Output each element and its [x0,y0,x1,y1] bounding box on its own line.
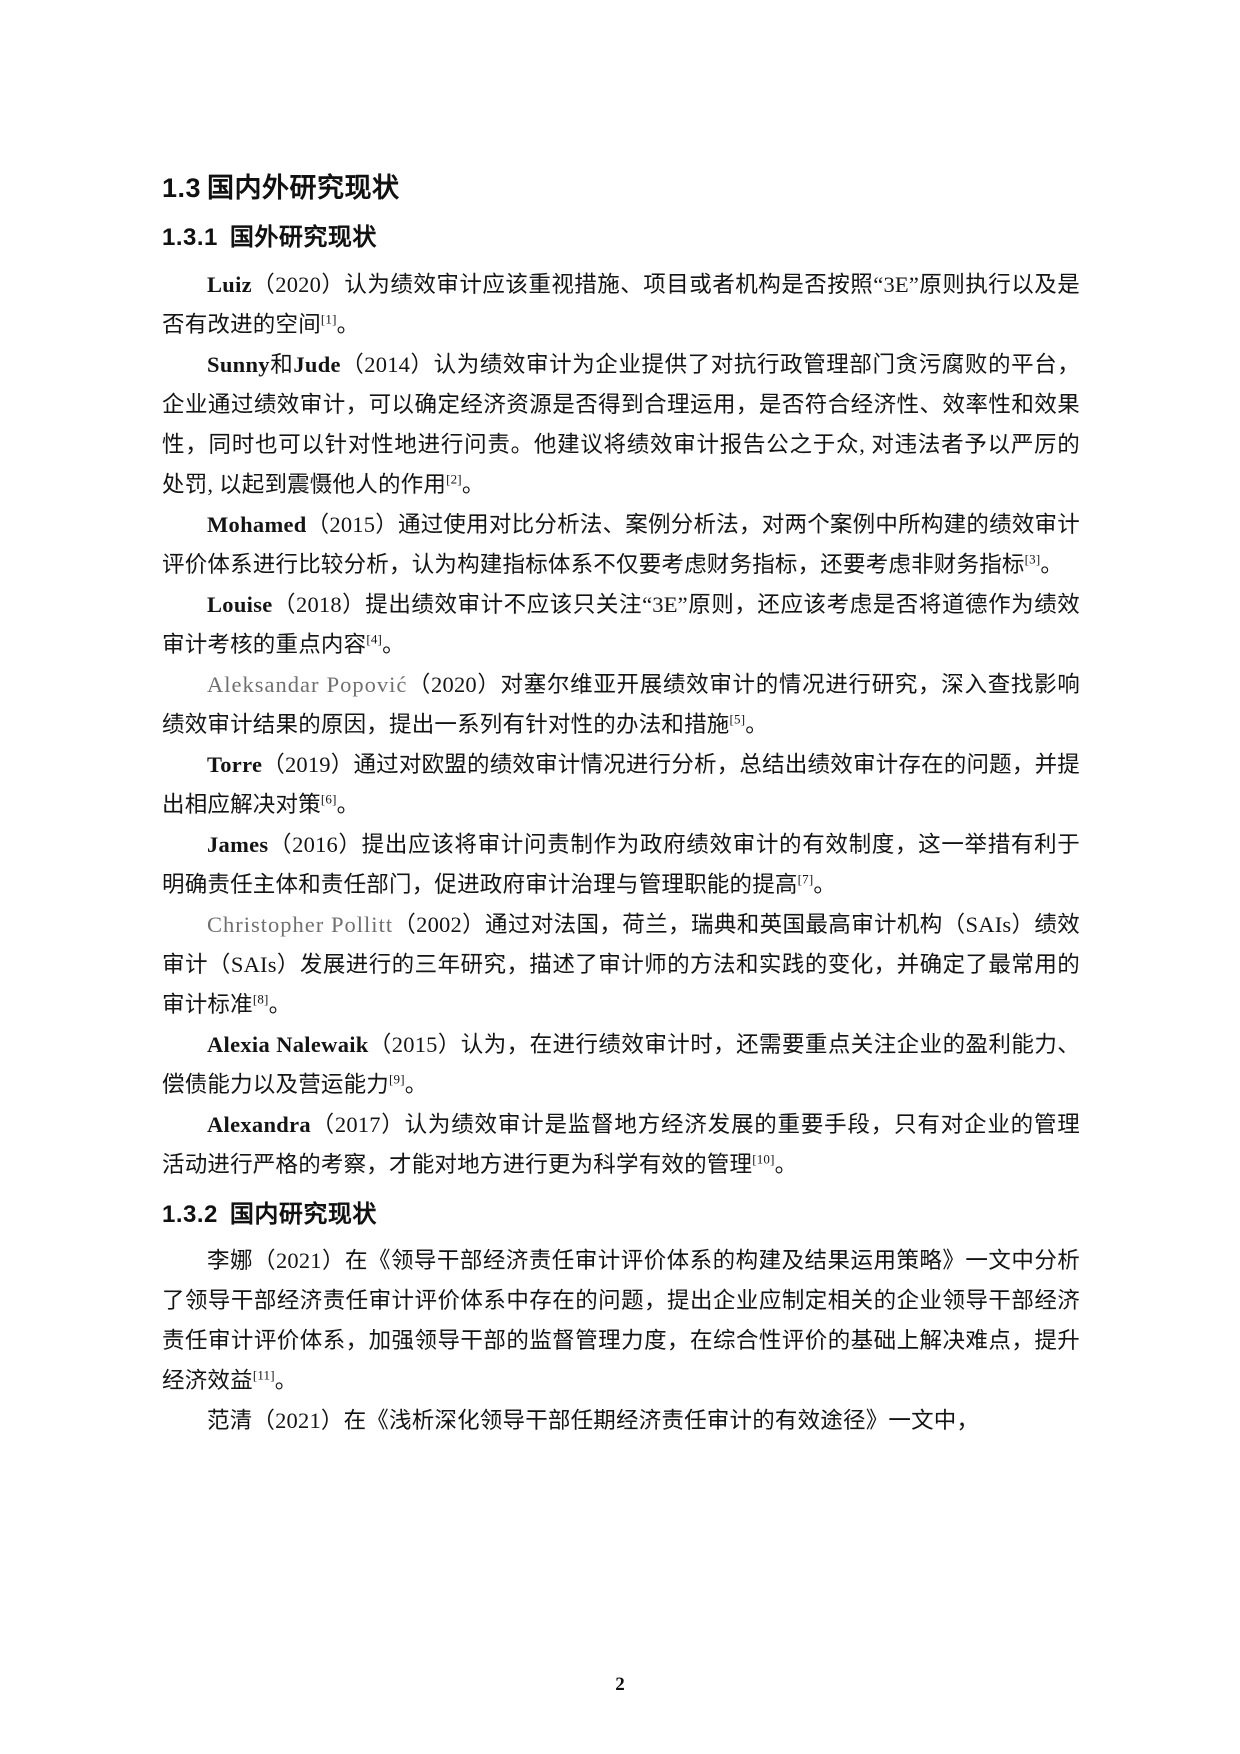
subsection-title: 国外研究现状 [229,224,377,252]
author-name-fanqing: 范清 [207,1408,253,1434]
paragraph-alexandra-text: （2017）认为绩效审计是监督地方经济发展的重要手段，只有对企业的管理活动进行严… [162,1111,1080,1177]
paragraph-alexia: Alexia Nalewaik（2015）认为，在进行绩效审计时，还需要重点关注… [162,1025,1080,1105]
paragraph-louise: Louise（2018）提出绩效审计不应该只关注“3E”原则，还应该考虑是否将道… [162,585,1080,665]
author-name-torre: Torre [207,751,263,777]
author-name-lina: 李娜 [207,1248,253,1274]
author-conjunction: 和 [269,351,294,377]
paragraph-alexia-tail: 。 [404,1071,428,1097]
paragraph-fanqing-text: （2021）在《浅析深化领导干部任期经济责任审计的有效途径》一文中， [252,1408,980,1434]
paragraph-alexandra-tail: 。 [774,1151,798,1177]
paragraph-mohamed-text: （2015）通过使用对比分析法、案例分析法，对两个案例中所构建的绩效审计评价体系… [162,511,1080,577]
paragraph-pollitt: Christopher Pollitt（2002）通过对法国，荷兰，瑞典和英国最… [162,905,1080,1025]
author-name-sunny: Sunny [207,351,270,377]
reference-marker-2: [2] [446,471,462,487]
paragraph-torre-tail: 。 [336,791,360,817]
author-name-luiz: Luiz [207,271,252,297]
paragraph-louise-tail: 。 [382,631,405,657]
paragraph-pollitt-tail: 。 [268,991,292,1017]
subsection-heading-1-3-1: 1.3.1 国外研究现状 [162,222,1080,254]
paragraph-sunny-jude-tail: 。 [461,471,485,497]
reference-marker-10: [10] [752,1151,775,1167]
reference-marker-6: [6] [320,791,337,807]
paragraph-lina: 李娜（2021）在《领导干部经济责任审计评价体系的构建及结果运用策略》一文中分析… [162,1241,1080,1401]
paragraph-torre: Torre（2019）通过对欧盟的绩效审计情况进行分析，总结出绩效审计存在的问题… [162,745,1080,825]
paragraph-lina-text: （2021）在《领导干部经济责任审计评价体系的构建及结果运用策略》一文中分析了领… [162,1248,1080,1394]
reference-marker-3: [3] [1024,551,1041,567]
author-name-mohamed: Mohamed [207,511,307,537]
author-name-aleksandar: Aleksandar Popović [207,671,408,697]
author-name-louise: Louise [207,591,273,617]
section-title: 国内外研究现状 [207,173,400,203]
subsection-title: 国内研究现状 [229,1200,377,1228]
author-name-jude: Jude [293,351,341,377]
paragraph-louise-text: （2018）提出绩效审计不应该只关注“3E”原则，还应该考虑是否将道德作为绩效审… [162,591,1080,657]
subsection-number: 1.3.2 [162,1200,218,1228]
paragraph-sunny-jude: Sunny和Jude（2014）认为绩效审计为企业提供了对抗行政管理部门贪污腐败… [162,345,1080,505]
subsection-heading-1-3-2: 1.3.2 国内研究现状 [162,1199,1080,1231]
paragraph-aleksandar-text: （2020）对塞尔维亚开展绩效审计的情况进行研究，深入查找影响绩效审计结果的原因… [162,671,1080,737]
reference-marker-11: [11] [252,1367,275,1383]
paragraph-aleksandar: Aleksandar Popović（2020）对塞尔维亚开展绩效审计的情况进行… [162,665,1080,745]
paragraph-james: James（2016）提出应该将审计问责制作为政府绩效审计的有效制度，这一举措有… [162,825,1080,905]
paragraph-fanqing: 范清（2021）在《浅析深化领导干部任期经济责任审计的有效途径》一文中， [162,1401,1080,1441]
reference-marker-5: [5] [729,711,746,727]
paragraph-luiz-tail: 。 [336,311,360,337]
paragraph-mohamed-tail: 。 [1040,551,1064,577]
paragraph-lina-tail: 。 [274,1368,298,1394]
author-name-alexia: Alexia Nalewaik [207,1031,369,1057]
paragraph-mohamed: Mohamed（2015）通过使用对比分析法、案例分析法，对两个案例中所构建的绩… [162,505,1080,585]
subsection-number: 1.3.1 [162,224,218,252]
section-number: 1.3 [162,173,202,203]
paragraph-luiz: Luiz（2020）认为绩效审计应该重视措施、项目或者机构是否按照“3E”原则执… [162,265,1080,345]
paragraph-alexandra: Alexandra（2017）认为绩效审计是监督地方经济发展的重要手段，只有对企… [162,1105,1080,1185]
reference-marker-8: [8] [252,991,269,1007]
paragraph-sunny-jude-text: （2014）认为绩效审计为企业提供了对抗行政管理部门贪污腐败的平台，企业通过绩效… [162,351,1081,497]
paragraph-james-tail: 。 [813,871,837,897]
page-number: 2 [615,1674,625,1695]
author-name-james: James [207,831,269,857]
reference-marker-9: [9] [389,1071,405,1087]
author-name-alexandra: Alexandra [207,1111,311,1137]
paragraph-aleksandar-tail: 。 [745,711,768,737]
paragraph-alexia-text: （2015）认为，在进行绩效审计时，还需要重点关注企业的盈利能力、偿债能力以及营… [162,1031,1080,1097]
reference-marker-4: [4] [366,631,383,647]
paragraph-torre-text: （2019）通过对欧盟的绩效审计情况进行分析，总结出绩效审计存在的问题，并提出相… [162,751,1080,817]
paragraph-james-text: （2016）提出应该将审计问责制作为政府绩效审计的有效制度，这一举措有利于明确责… [162,831,1080,897]
reference-marker-7: [7] [797,871,814,887]
paragraph-luiz-text: （2020）认为绩效审计应该重视措施、项目或者机构是否按照“3E”原则执行以及是… [162,271,1080,337]
reference-marker-1: [1] [320,311,337,327]
author-name-pollitt: Christopher Pollitt [207,911,394,937]
paragraph-pollitt-text: （2002）通过对法国，荷兰，瑞典和英国最高审计机构（SAIs）绩效审计（SAI… [162,911,1081,1017]
